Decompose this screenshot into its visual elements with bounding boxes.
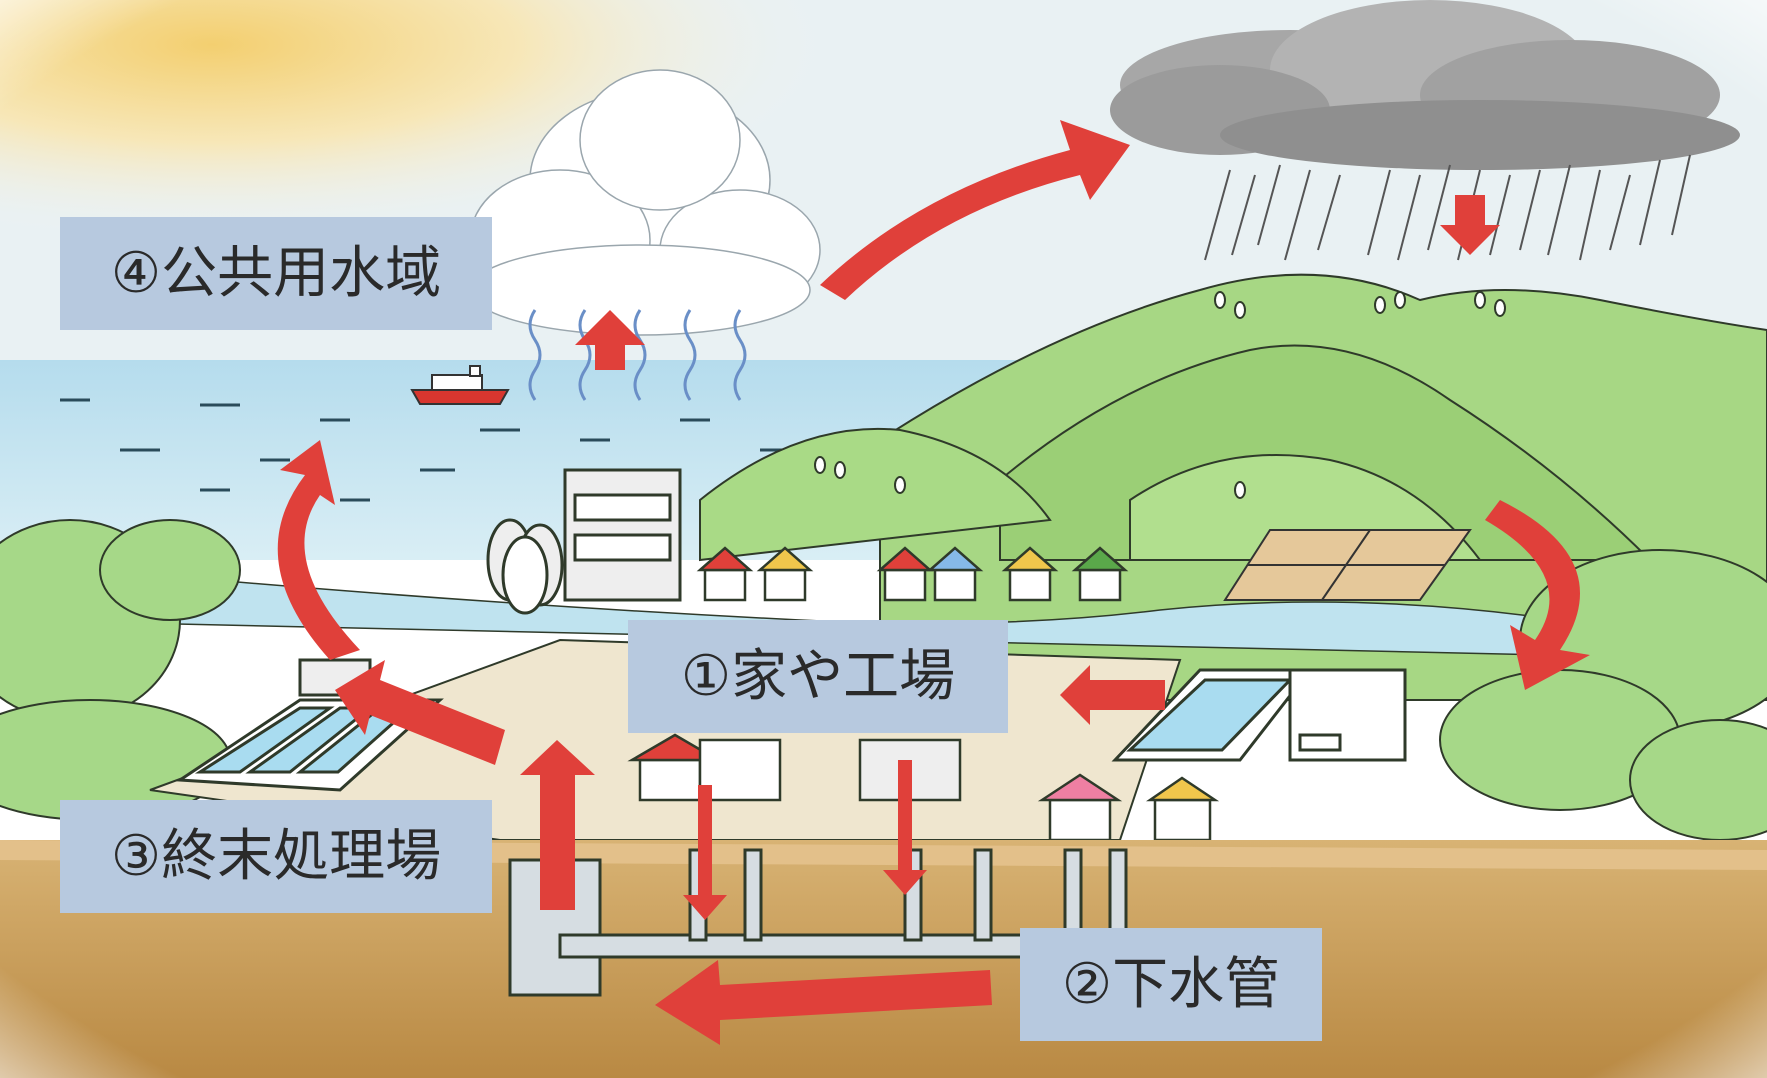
- label-sewer-pipe-text: ②下水管: [1061, 951, 1281, 1017]
- label-sewer-pipe: ②下水管: [1020, 928, 1322, 1041]
- label-public-water-text: ④公共用水域: [110, 240, 442, 306]
- label-treatment-plant-text: ③終末処理場: [110, 823, 442, 889]
- label-homes-factories: ①家や工場: [628, 620, 1008, 733]
- label-homes-factories-text: ①家や工場: [680, 643, 956, 709]
- label-public-water: ④公共用水域: [60, 217, 492, 330]
- label-treatment-plant: ③終末処理場: [60, 800, 492, 913]
